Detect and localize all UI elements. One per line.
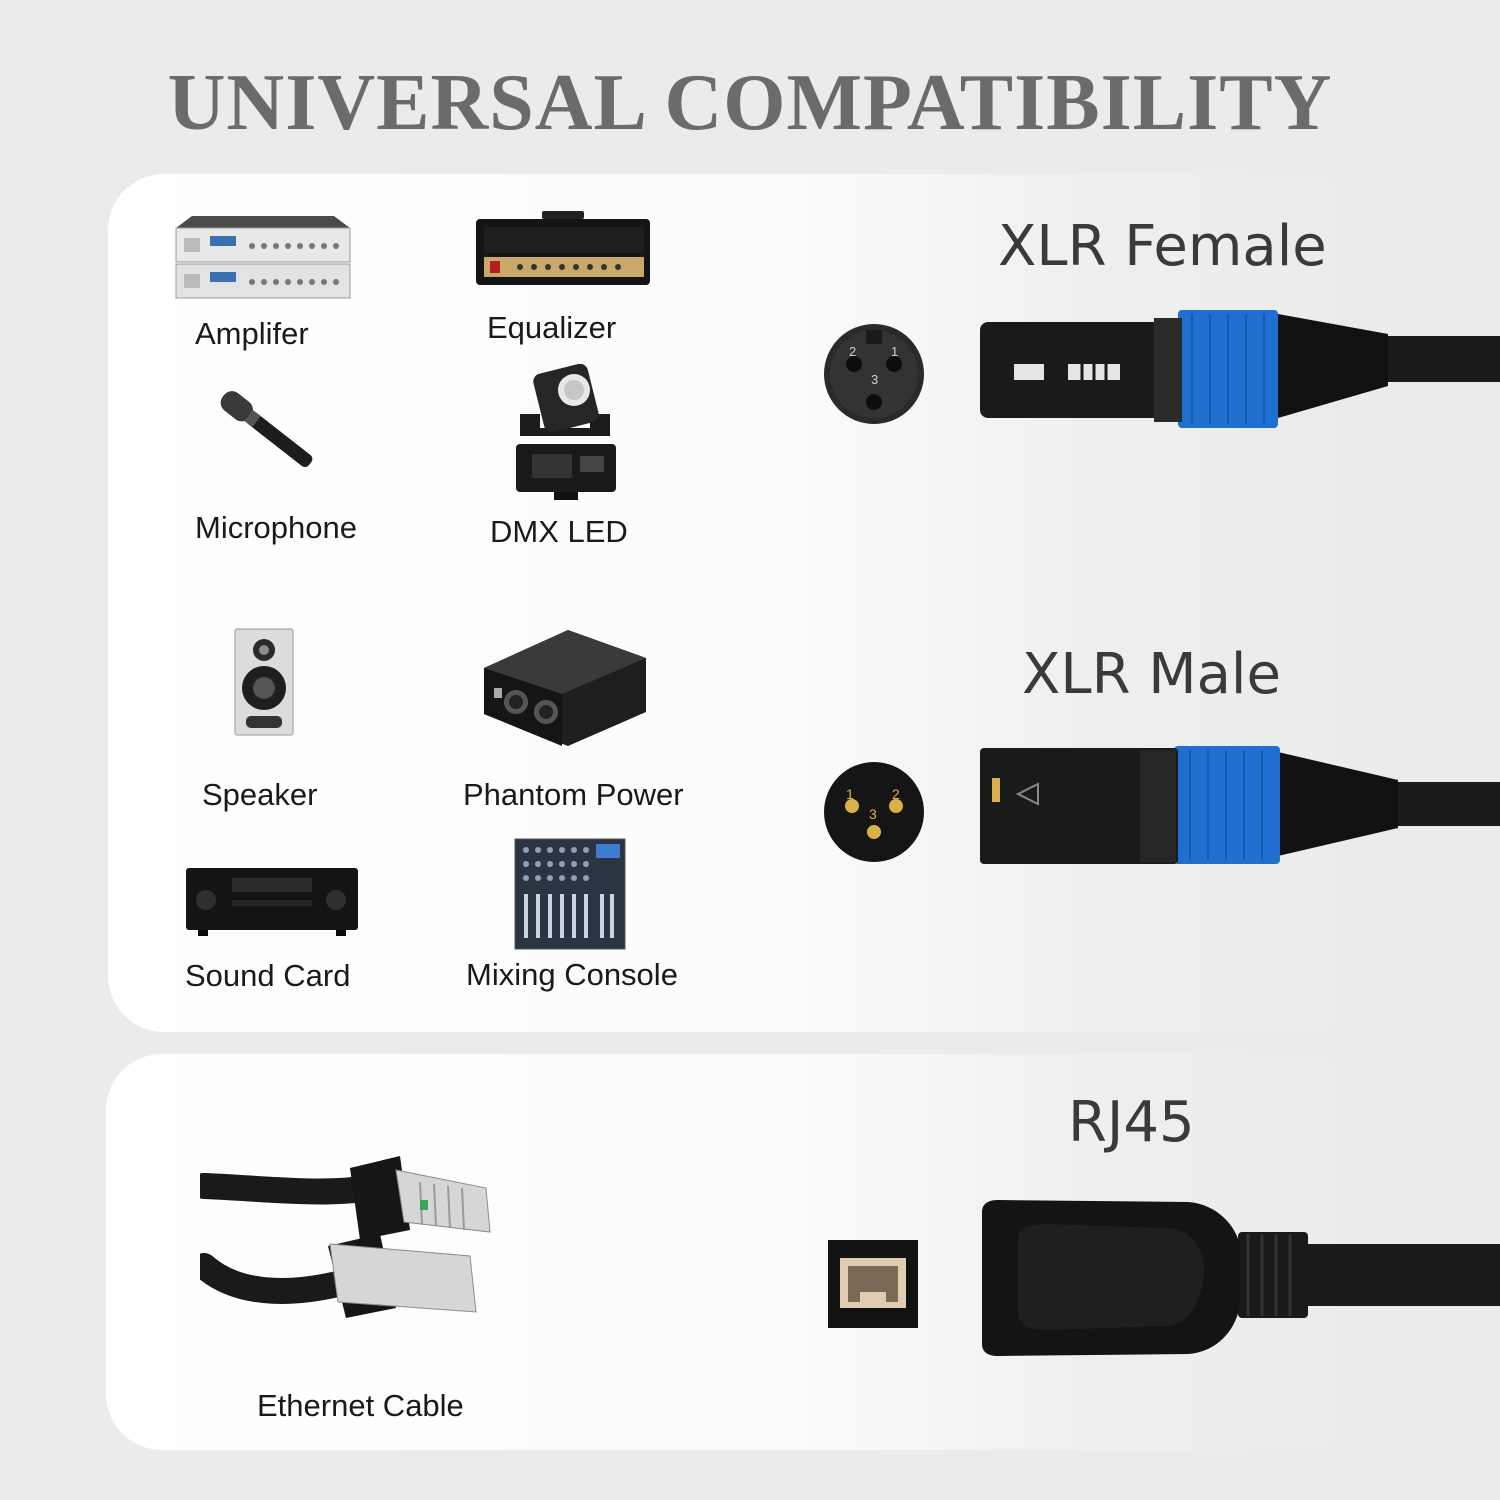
device-label-dmx-led: DMX LED xyxy=(490,514,628,549)
xlr-male-pin-2: 2 xyxy=(892,786,900,802)
connector-title-xlr-female: XLR Female xyxy=(998,214,1327,279)
device-label-phantom-power: Phantom Power xyxy=(463,777,684,812)
av-receiver-icon xyxy=(186,868,358,936)
mixing-console-icon xyxy=(514,838,626,950)
amplifier-icon xyxy=(175,216,351,299)
device-phantom-power: Phantom Power xyxy=(460,628,710,818)
device-label-microphone: Microphone xyxy=(195,510,357,545)
xlr-male-pin-face-icon xyxy=(824,762,924,862)
rj45-jack-icon xyxy=(828,1240,918,1328)
xlr-male-plug xyxy=(978,742,1500,868)
device-sound-card: Sound Card xyxy=(180,862,380,1002)
rj45-plug xyxy=(978,1198,1500,1358)
rj45-face xyxy=(826,1238,920,1330)
connector-title-rj45: RJ45 xyxy=(1068,1090,1195,1155)
device-label-equalizer: Equalizer xyxy=(487,310,617,345)
ethernet-cable-icon xyxy=(200,1156,491,1318)
guitar-amp-head-icon xyxy=(476,211,650,285)
rj45-female-coupler-icon xyxy=(982,1200,1500,1356)
xlr-female-plug-icon xyxy=(980,310,1500,428)
moving-head-light-icon xyxy=(516,364,616,500)
page-title: UNIVERSAL COMPATIBILITY xyxy=(167,59,1333,147)
xlr-female-pin-2: 2 xyxy=(849,344,857,359)
device-mixing-console: Mixing Console xyxy=(460,836,710,1002)
xlr-female-face: 2 1 3 xyxy=(822,322,926,426)
microphone-icon xyxy=(220,391,313,468)
device-dmx-led: DMX LED xyxy=(480,362,680,552)
device-label-sound-card: Sound Card xyxy=(185,958,351,993)
xlr-male-plug-icon xyxy=(980,746,1500,864)
device-equalizer: Equalizer xyxy=(470,205,660,355)
device-label-speaker: Speaker xyxy=(202,777,318,812)
xlr-male-face: 1 2 3 xyxy=(822,760,926,864)
device-speaker: Speaker xyxy=(196,626,356,816)
device-amplifier: Amplifer xyxy=(168,210,358,360)
device-label-ethernet-cable: Ethernet Cable xyxy=(257,1388,464,1423)
xlr-female-pin-1: 1 xyxy=(891,344,899,359)
device-label-mixing-console: Mixing Console xyxy=(466,957,678,992)
device-ethernet-cable: Ethernet Cable xyxy=(200,1148,560,1428)
speaker-icon xyxy=(234,628,294,736)
phantom-power-box-icon xyxy=(484,630,646,746)
xlr-female-pin-face-icon xyxy=(824,324,924,424)
device-microphone: Microphone xyxy=(190,372,390,552)
xlr-female-pin-3: 3 xyxy=(871,372,879,387)
connector-title-xlr-male: XLR Male xyxy=(1022,642,1281,707)
xlr-male-pin-3: 3 xyxy=(869,806,877,822)
device-label-amplifier: Amplifer xyxy=(195,316,309,351)
xlr-male-pin-1: 1 xyxy=(846,786,854,802)
xlr-female-plug xyxy=(978,306,1500,432)
